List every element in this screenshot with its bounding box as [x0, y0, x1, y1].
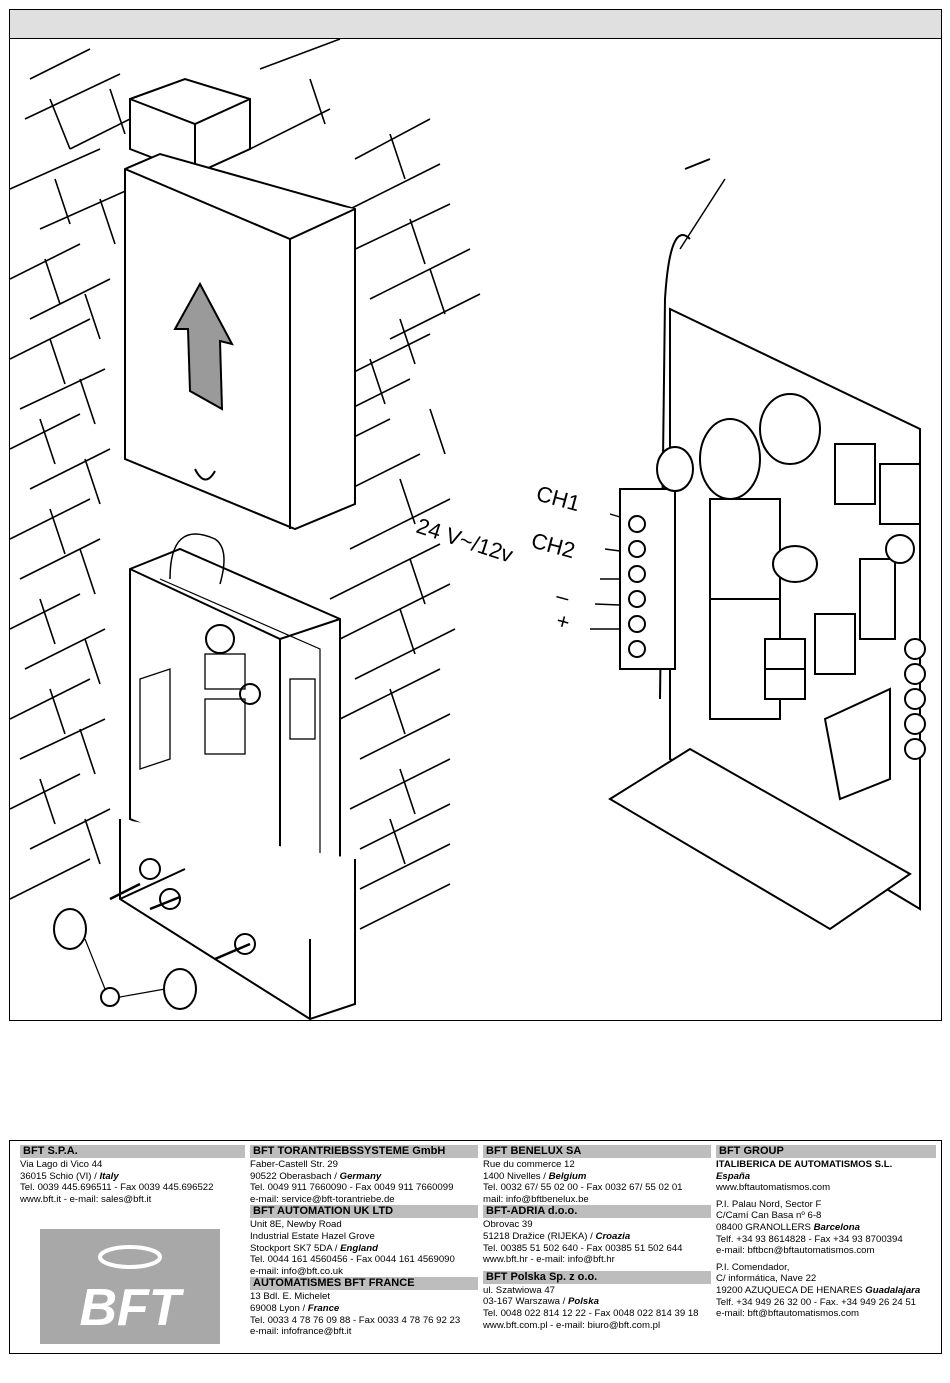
subsidiary-name: ITALIBERICA DE AUTOMATISMOS S.L.	[716, 1159, 893, 1170]
address-line: Faber-Castell Str. 29	[250, 1159, 338, 1170]
web-line: www.bftautomatismos.com	[716, 1182, 831, 1194]
phone-line: Telf. +34 949 26 32 00 - Fax. +34 949 26…	[716, 1296, 917, 1308]
label-ch2: CH2	[529, 528, 578, 564]
footer-col-spain: BFT GROUP ITALIBERICA DE AUTOMATISMOS S.…	[716, 1145, 936, 1320]
footer-col-germany-uk-france: BFT TORANTRIEBSSYSTEME GmbH Faber-Castel…	[250, 1145, 478, 1338]
address-line: 13 Bdl. E. Michelet	[250, 1291, 330, 1303]
label-voltage: 24 V~/12v	[413, 513, 516, 568]
company-name: AUTOMATISMES BFT FRANCE	[250, 1277, 478, 1291]
phone-line: Telf. +34 93 8614828 - Fax +34 93 870039…	[716, 1233, 903, 1245]
installation-drawing: CH1 CH2 24 V~/12v – +	[10, 39, 926, 1020]
company-name: BFT S.P.A.	[20, 1145, 245, 1158]
email-line: mail: info@bftbenelux.be	[483, 1193, 589, 1205]
company-name: BFT AUTOMATION UK LTD	[250, 1205, 478, 1219]
bft-logo: BFT	[40, 1229, 220, 1344]
label-plus: +	[554, 608, 573, 635]
email-line: e-mail: infofrance@bft.it	[250, 1326, 352, 1338]
rotation-arrows-icon	[98, 1245, 162, 1269]
address-line: P.I. Comendador,	[716, 1261, 790, 1273]
web-line: www.bft.com.pl - e-mail: biuro@bft.com.p…	[483, 1319, 661, 1331]
address-line: C/ informática, Nave 22	[716, 1273, 817, 1285]
email-line: e-mail: bftbcn@bftautomatismos.com	[716, 1245, 875, 1257]
country-name: España	[716, 1170, 751, 1182]
address-city: Stockport SK7 5DA / England	[250, 1242, 378, 1254]
phone-line: Tel. 0048 022 814 12 22 - Fax 0048 022 8…	[483, 1307, 699, 1319]
address-city: 36015 Schio (VI) / Italy	[20, 1170, 119, 1182]
address-line: C/Camí Can Basa nº 6-8	[716, 1210, 822, 1222]
svg-text:BFT: BFT	[79, 1279, 184, 1337]
transformer-box	[124, 77, 356, 531]
phone-line: Tel. 00385 51 502 640 - Fax 00385 51 502…	[483, 1242, 683, 1254]
address-city: 1400 Nivelles / Belgium	[483, 1170, 587, 1182]
phone-line: Tel. 0039 445.696511 - Fax 0039 445.6965…	[20, 1182, 214, 1194]
email-line: e-mail: service@bft-torantriebe.de	[250, 1193, 395, 1205]
address-line: Obrovac 39	[483, 1219, 533, 1231]
enclosure-assembly	[53, 533, 356, 1020]
address-line: Industrial Estate Hazel Grove	[250, 1230, 375, 1242]
brick-wall	[10, 39, 481, 930]
web-line: www.bft.hr - e-mail: info@bft.hr	[483, 1254, 615, 1266]
company-name: BFT TORANTRIEBSSYSTEME GmbH	[250, 1145, 478, 1158]
figure-frame: CH1 CH2 24 V~/12v – +	[9, 9, 942, 1021]
phone-line: Tel. 0044 161 4560456 - Fax 0044 161 456…	[250, 1254, 455, 1266]
address-city: 69008 Lyon / France	[250, 1302, 340, 1314]
email-line: e-mail: bft@bftautomatismos.com	[716, 1308, 860, 1320]
phone-line: Tel. 0033 4 78 76 09 88 - Fax 0033 4 78 …	[250, 1314, 461, 1326]
label-ch1: CH1	[534, 481, 583, 517]
address-line: Unit 8E, Newby Road	[250, 1219, 342, 1231]
address-city: 08400 GRANOLLERS Barcelona	[716, 1221, 860, 1233]
address-line: Rue du commerce 12	[483, 1159, 575, 1170]
company-name: BFT-ADRIA d.o.o.	[483, 1205, 711, 1219]
address-line: ul. Szatwiowa 47	[483, 1284, 555, 1296]
email-line: e-mail: info@bft.co.uk	[250, 1265, 343, 1277]
address-city: 51218 Dražice (RIJEKA) / Croazia	[483, 1230, 631, 1242]
address-city: 90522 Oberasbach / Germany	[250, 1170, 382, 1182]
company-footer: BFT S.P.A. Via Lago di Vico 44 36015 Sch…	[9, 1140, 942, 1354]
company-name: BFT BENELUX SA	[483, 1145, 711, 1158]
company-name: BFT GROUP	[716, 1145, 936, 1158]
control-board	[590, 158, 926, 931]
company-name: BFT Polska Sp. z o.o.	[483, 1270, 711, 1284]
phone-line: Tel. 0049 911 7660090 - Fax 0049 911 766…	[250, 1182, 454, 1194]
address-line: P.I. Palau Nord, Sector F	[716, 1198, 822, 1210]
header-bar	[10, 10, 941, 39]
address-city: 03-167 Warszawa / Polska	[483, 1296, 599, 1308]
label-minus: –	[554, 583, 573, 611]
phone-line: Tel. 0032 67/ 55 02 00 - Fax 0032 67/ 55…	[483, 1182, 683, 1194]
address-city: 19200 AZUQUECA DE HENARES Guadalajara	[716, 1284, 921, 1296]
arrow-up-icon	[173, 281, 234, 411]
footer-col-italy: BFT S.P.A. Via Lago di Vico 44 36015 Sch…	[20, 1145, 245, 1205]
web-line: www.bft.it - e-mail: sales@bft.it	[20, 1193, 152, 1205]
address-line: Via Lago di Vico 44	[20, 1159, 103, 1170]
footer-col-benelux-adria-polska: BFT BENELUX SA Rue du commerce 12 1400 N…	[483, 1145, 711, 1331]
